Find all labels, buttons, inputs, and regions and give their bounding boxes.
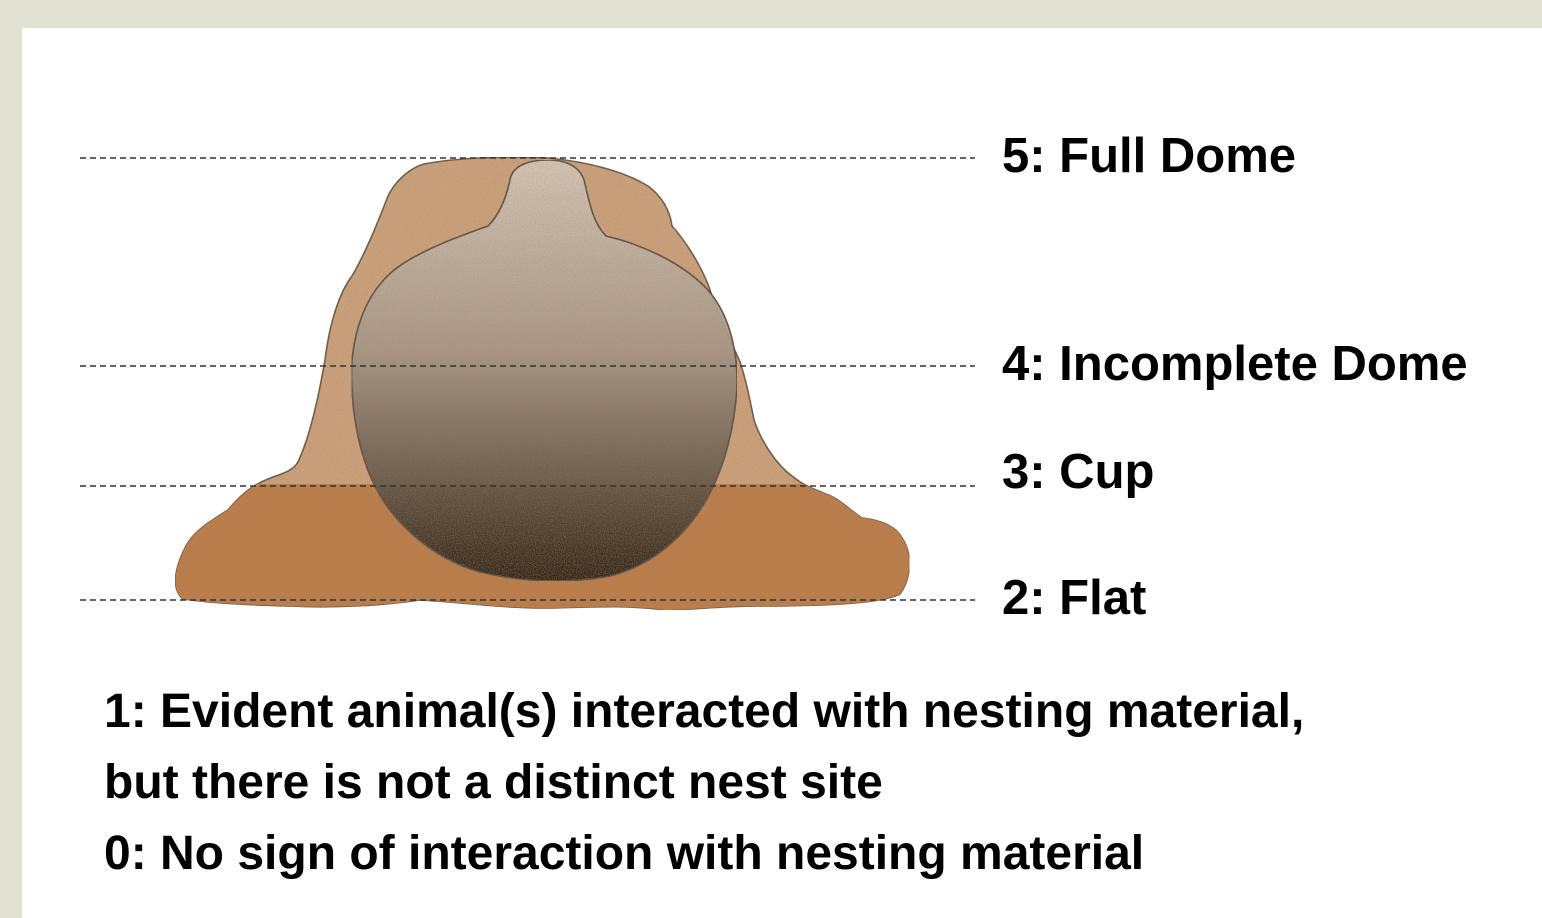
score-descriptions: 1: Evident animal(s) interacted with nes… (104, 676, 1534, 889)
level-label-cup: 3: Cup (1002, 448, 1154, 497)
level-label-flat: 2: Flat (1002, 574, 1146, 623)
score-1-line-1: 1: Evident animal(s) interacted with nes… (104, 676, 1534, 747)
level-label-full-dome: 5: Full Dome (1002, 132, 1296, 181)
level-label-incomplete-dome: 4: Incomplete Dome (1002, 340, 1468, 389)
nest-dome-icon (175, 157, 909, 610)
score-1-line-2: but there is not a distinct nest site (104, 747, 1534, 818)
score-0-description: 0: No sign of interaction with nesting m… (104, 818, 1534, 889)
